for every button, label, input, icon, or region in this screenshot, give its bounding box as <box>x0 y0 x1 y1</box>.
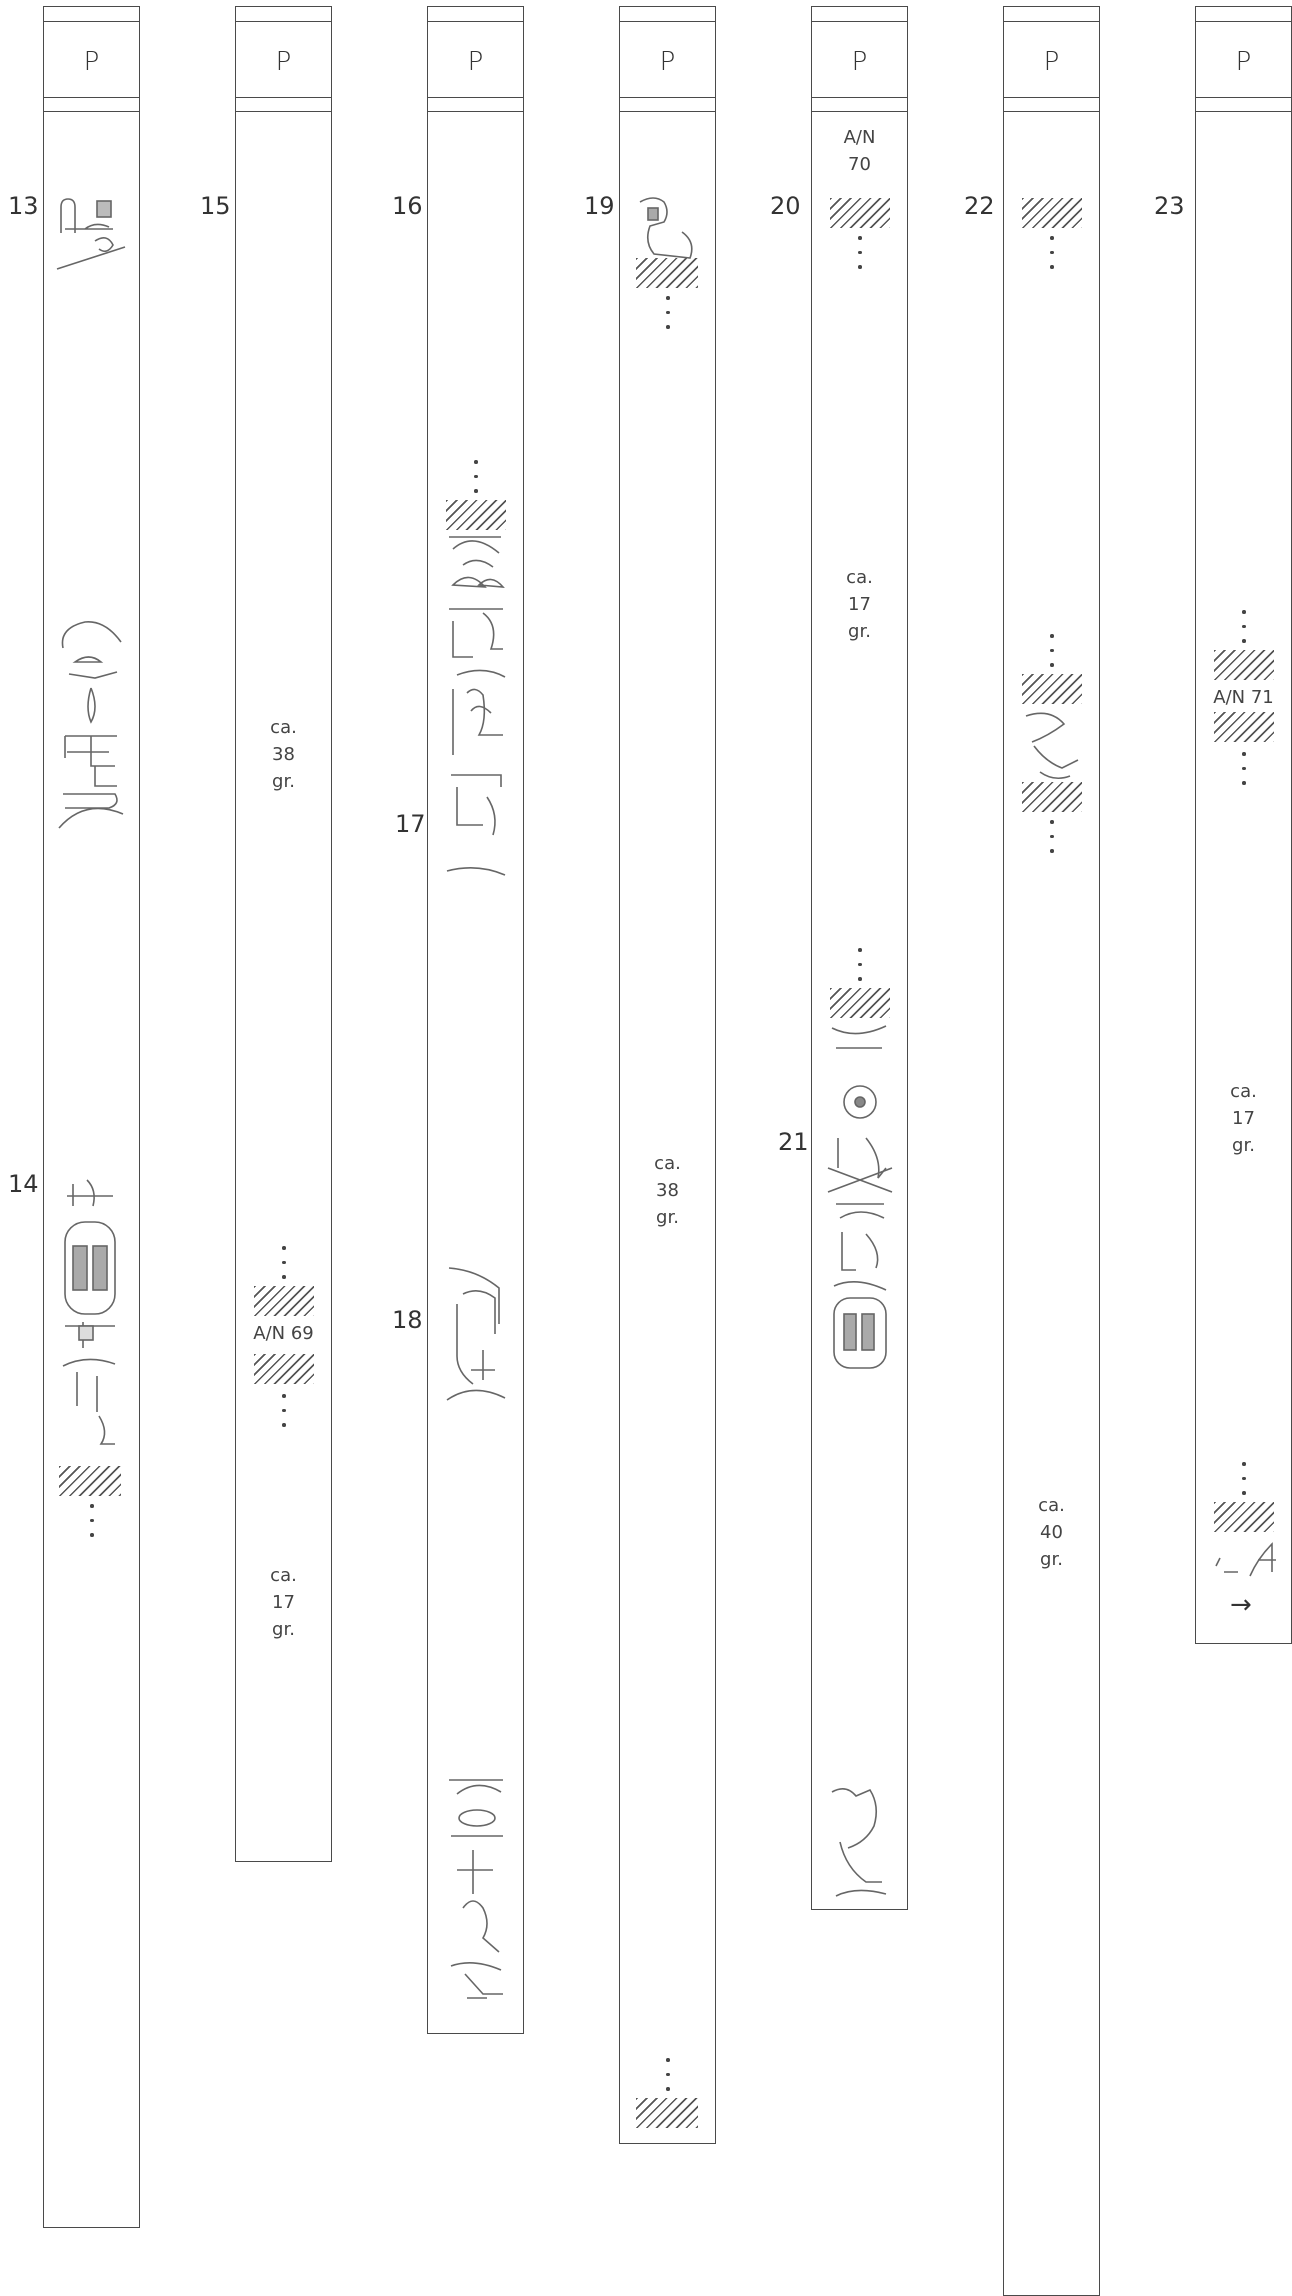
hieroglyph-sketch-icon <box>826 1018 894 1382</box>
vertical-ellipsis-icon <box>282 1246 286 1290</box>
line-number-21: 21 <box>778 1128 809 1156</box>
header-p: P <box>620 47 715 77</box>
hieroglyph-sketch-icon <box>1210 1532 1280 1578</box>
lacuna-hatch-icon <box>1214 650 1274 680</box>
column-header: P <box>1196 7 1291 112</box>
column-13: P <box>43 6 140 2228</box>
hieroglyph-sketch-icon <box>55 195 127 275</box>
lacuna-hatch-icon <box>1214 712 1274 742</box>
header-p: P <box>1004 47 1099 77</box>
column-23: P <box>1195 6 1292 1644</box>
line-number-23: 23 <box>1154 192 1185 220</box>
header-p: P <box>1196 47 1291 77</box>
header-p: P <box>44 47 139 77</box>
lacuna-hatch-icon <box>1022 198 1082 228</box>
continue-arrow: → <box>1230 1590 1252 1620</box>
an-label-71: A/N 71 <box>1195 684 1292 711</box>
vertical-ellipsis-icon <box>666 2058 670 2102</box>
vertical-ellipsis-icon <box>1242 1462 1246 1506</box>
lacuna-hatch-icon <box>636 2098 698 2128</box>
lacuna-hatch-icon <box>1022 782 1082 812</box>
vertical-ellipsis-icon <box>1050 820 1054 864</box>
lacuna-hatch-icon <box>830 988 890 1018</box>
column-header: P <box>812 7 907 112</box>
vertical-ellipsis-icon <box>1242 752 1246 796</box>
column-header: P <box>428 7 523 112</box>
vertical-ellipsis-icon <box>1050 634 1054 678</box>
line-number-14: 14 <box>8 1170 39 1198</box>
vertical-ellipsis-icon <box>858 948 862 992</box>
vertical-ellipsis-icon <box>1242 610 1246 654</box>
line-number-17: 17 <box>395 810 426 838</box>
header-p: P <box>236 47 331 77</box>
lacuna-hatch-icon <box>1022 674 1082 704</box>
lacuna-hatch-icon <box>1214 1502 1274 1532</box>
line-number-22: 22 <box>964 192 995 220</box>
vertical-ellipsis-icon <box>858 236 862 280</box>
hieroglyph-sketch-icon <box>443 1264 509 1406</box>
hieroglyph-sketch-icon <box>826 1782 892 1902</box>
line-number-18: 18 <box>392 1306 423 1334</box>
vertical-ellipsis-icon <box>666 296 670 340</box>
lacuna-hatch-icon <box>59 1466 121 1496</box>
column-header: P <box>236 7 331 112</box>
hieroglyph-sketch-icon <box>55 618 127 832</box>
column-header: P <box>1004 7 1099 112</box>
header-p: P <box>428 47 523 77</box>
column-header: P <box>620 7 715 112</box>
hieroglyph-sketch-icon <box>57 1176 125 1466</box>
line-number-16: 16 <box>392 192 423 220</box>
line-number-15: 15 <box>200 192 231 220</box>
line-number-19: 19 <box>584 192 615 220</box>
lacuna-hatch-icon <box>830 198 890 228</box>
vertical-ellipsis-icon <box>474 460 478 504</box>
line-number-20: 20 <box>770 192 801 220</box>
column-16: P <box>427 6 524 2034</box>
vertical-ellipsis-icon <box>1050 236 1054 280</box>
lacuna-hatch-icon <box>254 1286 314 1316</box>
column-22: P <box>1003 6 1100 2296</box>
hieroglyph-sketch-icon <box>1020 702 1082 786</box>
lacuna-hatch-icon <box>254 1354 314 1384</box>
line-number-13: 13 <box>8 192 39 220</box>
hieroglyph-sketch-icon <box>443 1774 511 2008</box>
vertical-ellipsis-icon <box>282 1394 286 1438</box>
column-header: P <box>44 7 139 112</box>
an-label-69: A/N 69 <box>235 1320 332 1347</box>
hieroglyph-sketch-icon <box>443 525 511 885</box>
vertical-ellipsis-icon <box>90 1504 94 1548</box>
hieroglyph-sketch-icon <box>634 192 700 264</box>
header-p: P <box>812 47 907 77</box>
